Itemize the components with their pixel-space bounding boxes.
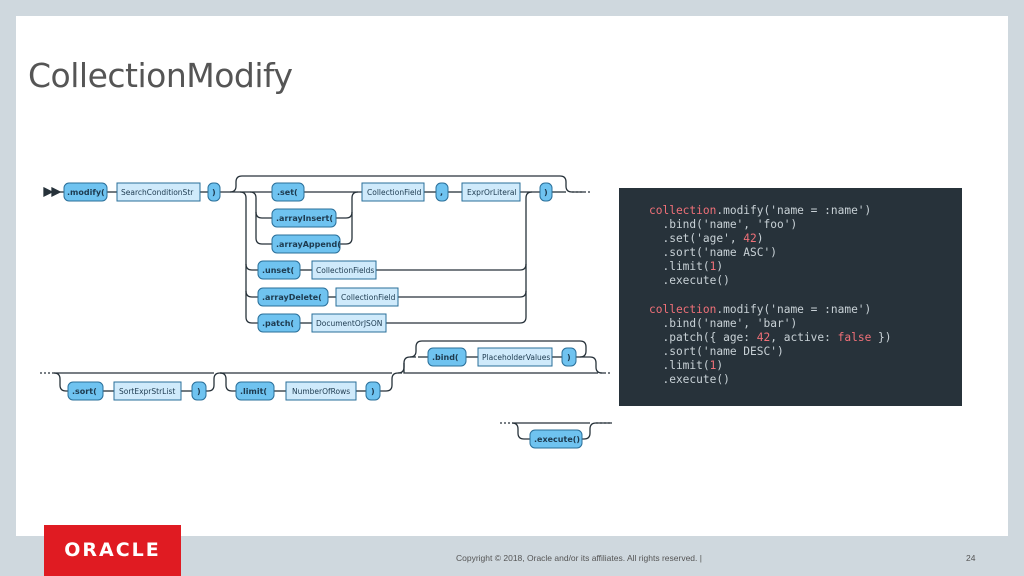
code-token: false bbox=[837, 330, 872, 344]
collection-fields-nonterminal: CollectionFields bbox=[311, 260, 377, 280]
unset-terminal: .unset( bbox=[257, 260, 301, 280]
svg-text:): ) bbox=[371, 387, 375, 396]
code-token: .execute() bbox=[649, 274, 730, 288]
code-token: .execute() bbox=[649, 373, 730, 387]
code-token: .bind('name', 'foo') bbox=[649, 218, 798, 232]
svg-text:ExprOrLiteral: ExprOrLiteral bbox=[467, 188, 517, 197]
code-token: 1 bbox=[709, 359, 717, 373]
code-block: collection.modify('name = :name') .bind(… bbox=[619, 188, 962, 406]
svg-text:.arrayInsert(: .arrayInsert( bbox=[276, 214, 333, 223]
array-delete-terminal: .arrayDelete( bbox=[257, 287, 329, 307]
svg-text:): ) bbox=[544, 188, 548, 197]
expr-or-literal-nonterminal: ExprOrLiteral bbox=[461, 182, 521, 202]
code-token: .modify('name = :name') bbox=[716, 302, 872, 316]
slide-title: CollectionModify bbox=[28, 56, 293, 95]
code-token: .bind('name', 'bar') bbox=[649, 316, 798, 330]
svg-text:.arrayAppend(: .arrayAppend( bbox=[276, 240, 341, 249]
array-append-terminal: .arrayAppend( bbox=[271, 234, 341, 254]
svg-text:): ) bbox=[212, 188, 216, 197]
document-or-json-nonterminal: DocumentOrJSON bbox=[311, 313, 387, 333]
set-close-terminal: ) bbox=[539, 182, 553, 202]
code-token: 1 bbox=[709, 260, 717, 274]
svg-text:.execute(): .execute() bbox=[534, 435, 580, 444]
search-condition-nonterminal: SearchConditionStr bbox=[116, 182, 201, 202]
svg-text:SortExprStrList: SortExprStrList bbox=[119, 387, 175, 396]
code-token: .limit( bbox=[649, 260, 710, 274]
code-token: }) bbox=[871, 330, 892, 344]
number-of-rows-nonterminal: NumberOfRows bbox=[285, 381, 357, 401]
array-insert-terminal: .arrayInsert( bbox=[271, 208, 337, 228]
svg-text:): ) bbox=[567, 353, 571, 362]
sort-expr-nonterminal: SortExprStrList bbox=[113, 381, 182, 401]
code-token: 42 bbox=[756, 330, 771, 344]
code-token: ) bbox=[756, 232, 764, 246]
copyright-text: Copyright © 2018, Oracle and/or its affi… bbox=[456, 553, 702, 563]
code-token: collection bbox=[649, 302, 717, 316]
bind-terminal: .bind( bbox=[427, 347, 467, 367]
svg-text:.bind(: .bind( bbox=[432, 353, 459, 362]
svg-text:.limit(: .limit( bbox=[240, 387, 267, 396]
code-text: collection.modify('name = :name') .bind(… bbox=[649, 204, 892, 387]
page-number: 24 bbox=[966, 553, 976, 563]
code-token: .sort('name DESC') bbox=[649, 344, 784, 358]
svg-text:CollectionField: CollectionField bbox=[367, 188, 422, 197]
code-token: .modify('name = :name') bbox=[716, 204, 872, 217]
svg-text:.arrayDelete(: .arrayDelete( bbox=[262, 293, 322, 302]
svg-text:PlaceholderValues: PlaceholderValues bbox=[482, 353, 550, 362]
svg-text:SearchConditionStr: SearchConditionStr bbox=[121, 188, 194, 197]
array-delete-field-nonterminal: CollectionField bbox=[335, 287, 399, 307]
svg-text:NumberOfRows: NumberOfRows bbox=[292, 387, 350, 396]
comma-terminal: , bbox=[435, 182, 449, 202]
bind-close-terminal: ) bbox=[561, 347, 577, 367]
set-terminal: .set( bbox=[271, 182, 305, 202]
sort-close-terminal: ) bbox=[191, 381, 207, 401]
diagram-lines-row2 bbox=[40, 340, 612, 440]
modify-terminal: .modify( bbox=[63, 182, 108, 202]
patch-terminal: .patch( bbox=[257, 313, 301, 333]
svg-text:DocumentOrJSON: DocumentOrJSON bbox=[316, 319, 382, 328]
code-token: ) bbox=[716, 260, 724, 274]
svg-text:.sort(: .sort( bbox=[72, 387, 97, 396]
svg-text:.patch(: .patch( bbox=[262, 319, 294, 328]
code-token: ) bbox=[716, 359, 724, 373]
code-token: 42 bbox=[743, 232, 757, 246]
oracle-logo: ORACLE bbox=[44, 525, 181, 576]
limit-close-terminal: ) bbox=[365, 381, 381, 401]
code-token: .set('age', bbox=[649, 232, 744, 246]
svg-text:,: , bbox=[440, 188, 443, 197]
code-token: , active: bbox=[770, 330, 838, 344]
modify-close-terminal: ) bbox=[207, 182, 221, 202]
code-token: .sort('name ASC') bbox=[649, 246, 777, 260]
collection-field-nonterminal: CollectionField bbox=[361, 182, 425, 202]
svg-text:.set(: .set( bbox=[277, 188, 298, 197]
code-token: collection bbox=[649, 204, 717, 217]
code-token: .limit( bbox=[649, 359, 710, 373]
code-token: .patch({ age: bbox=[649, 330, 757, 344]
oracle-logo-text: ORACLE bbox=[64, 539, 161, 561]
diagram-lines-row1 bbox=[43, 175, 590, 324]
execute-terminal: .execute() bbox=[529, 429, 583, 449]
svg-text:.modify(: .modify( bbox=[67, 188, 105, 197]
limit-terminal: .limit( bbox=[235, 381, 275, 401]
placeholder-values-nonterminal: PlaceholderValues bbox=[477, 347, 553, 367]
svg-text:.unset(: .unset( bbox=[262, 266, 294, 275]
svg-text:CollectionField: CollectionField bbox=[341, 293, 396, 302]
sort-terminal: .sort( bbox=[67, 381, 104, 401]
svg-text:): ) bbox=[197, 387, 201, 396]
svg-text:CollectionFields: CollectionFields bbox=[316, 266, 374, 275]
